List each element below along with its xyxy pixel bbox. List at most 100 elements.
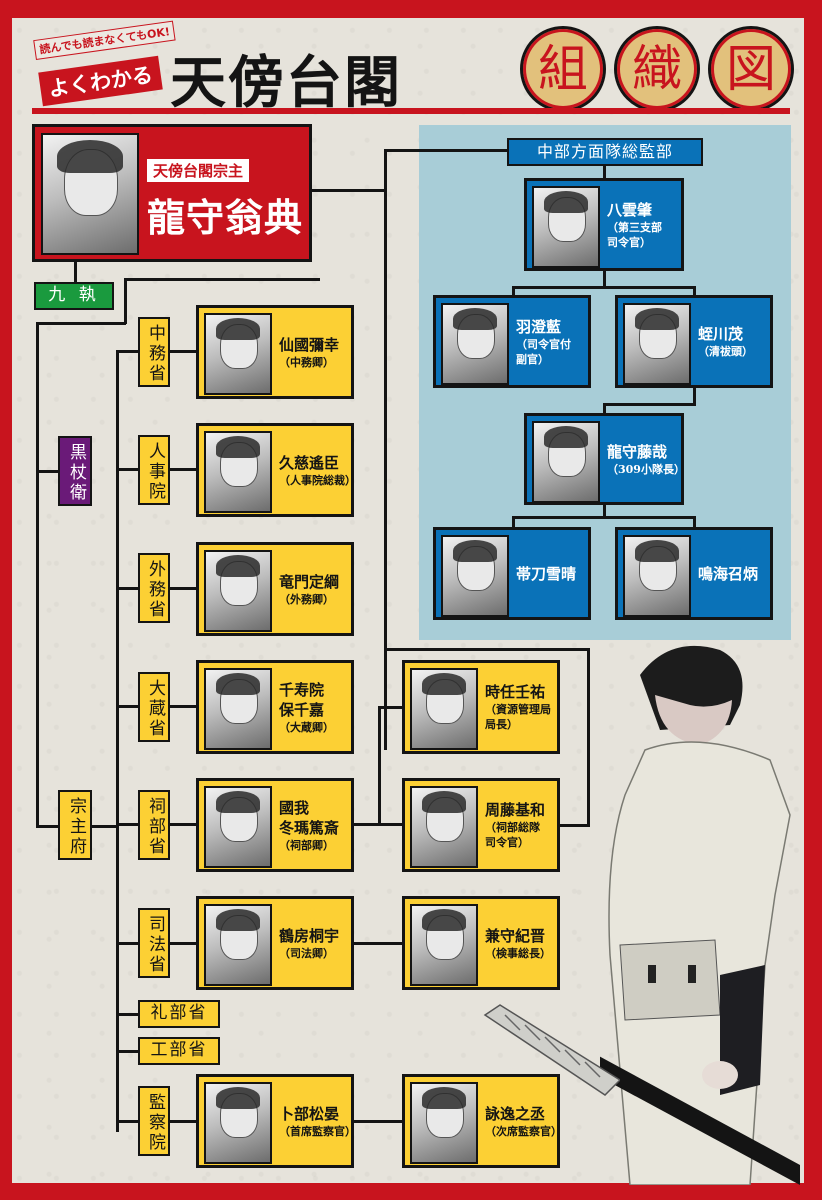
connector [693, 286, 696, 298]
member-card[interactable]: 帯刀雪晴 [433, 527, 591, 620]
connector [116, 587, 140, 590]
connector [384, 149, 508, 152]
aide-name: 蛭川茂 [698, 325, 744, 343]
connector [603, 403, 606, 417]
tag-kokujoei[interactable]: 黒杖衛 [58, 436, 92, 506]
minister-title: （司法卿） [279, 946, 334, 960]
connector [512, 286, 696, 289]
central-command-label[interactable]: 中部方面隊総監部 [507, 138, 703, 166]
leader-role: 天傍台閣宗主 [147, 159, 250, 182]
connector [587, 648, 590, 827]
aide-title-line1: （司令官付 [516, 337, 571, 351]
minister-card[interactable]: 久慈遙臣（人事院総裁） [196, 423, 356, 517]
page-title: 天傍台閣 [170, 51, 402, 116]
connector [116, 350, 119, 1132]
minister-portrait [204, 668, 272, 750]
squad-leader-card[interactable]: 龍守藤哉（309小隊長） [524, 413, 685, 505]
minister-card[interactable]: 竜門定綱（外務卿） [196, 542, 354, 636]
connector [512, 516, 696, 519]
subordinate-card[interactable]: 詠逸之丞（次席監察官） [402, 1074, 562, 1168]
subordinate-name: 周藤基和 [485, 801, 546, 819]
minister-title: （人事院総裁） [279, 473, 356, 487]
commander-card[interactable]: 八雲肇（第三支部司令官） [524, 178, 684, 271]
minister-portrait [204, 1082, 272, 1164]
minister-card[interactable]: 卜部松晏（首席監察官） [196, 1074, 356, 1168]
connector [352, 1120, 404, 1123]
aide-card[interactable]: 羽澄藍（司令官付副官） [433, 295, 591, 388]
connector [124, 278, 127, 324]
bottom-border [0, 1183, 822, 1200]
subordinate-card[interactable]: 時任壬祐 （資源管理局局長） [402, 660, 560, 754]
aide-title-line2: 副官） [516, 352, 549, 366]
connector [512, 516, 515, 530]
subordinate-title-line1: （資源管理局 [485, 703, 551, 716]
connector [693, 385, 696, 405]
connector [384, 648, 589, 651]
connector [116, 1050, 140, 1053]
sword-hilt-icon [483, 1004, 620, 1096]
connector [312, 189, 385, 192]
subordinate-title: （検事総長） [485, 946, 551, 960]
member-name: 帯刀雪晴 [516, 564, 577, 583]
connector [560, 824, 590, 827]
commander-name: 八雲肇 [607, 200, 653, 219]
ministry-label[interactable]: 大蔵省 [138, 672, 170, 742]
connector [116, 705, 140, 708]
connector [36, 470, 60, 473]
subordinate-title-line1: （祠部総隊 [485, 821, 540, 834]
connector [168, 350, 198, 353]
ministry-label[interactable]: 監察院 [138, 1086, 170, 1156]
leader-card[interactable]: 天傍台閣宗主 龍守翁典 [32, 124, 312, 262]
minister-card[interactable]: 仙國彌幸（中務卿） [196, 305, 354, 399]
connector [168, 587, 198, 590]
subordinate-name: 詠逸之丞 [485, 1104, 546, 1123]
connector [352, 942, 404, 945]
subordinate-title-line2: 局長） [485, 718, 518, 731]
squad-leader-title: （309小隊長） [607, 462, 685, 476]
minister-name: 鶴房桐宇 [279, 926, 340, 945]
header-divider [32, 108, 790, 114]
aide-title: （清祓頭） [698, 345, 753, 358]
connector [74, 262, 77, 284]
subordinate-card[interactable]: 周藤基和（祠部総隊司令官） [402, 778, 560, 872]
connector [378, 706, 404, 709]
connector [603, 502, 606, 518]
connector [90, 825, 118, 828]
minister-card[interactable]: 鶴房桐宇（司法卿） [196, 896, 354, 990]
connector [116, 1120, 140, 1123]
subordinate-portrait [410, 904, 478, 986]
minister-card[interactable]: 國我冬瑪篤斎（祠部卿） [196, 778, 354, 872]
connector [116, 350, 140, 353]
ministry-label[interactable]: 人事院 [138, 435, 170, 505]
ministry-label[interactable]: 祠部省 [138, 790, 170, 860]
minister-portrait [204, 431, 272, 513]
minister-card[interactable]: 千寿院保千嘉（大蔵卿） [196, 660, 354, 754]
ministry-label[interactable]: 礼部省 [138, 1000, 220, 1028]
ministry-label[interactable]: 工部省 [138, 1037, 220, 1065]
minister-name: 卜部松晏 [279, 1104, 340, 1123]
connector [116, 1013, 140, 1016]
connector [693, 516, 696, 530]
member-portrait [441, 535, 509, 617]
minister-name: 久慈遙臣 [279, 453, 340, 472]
subordinate-card[interactable]: 兼守紀晋（検事総長） [402, 896, 560, 990]
subordinate-name: 時任壬祐 [485, 683, 546, 701]
minister-name: 仙國彌幸 [279, 335, 340, 354]
minister-portrait [204, 786, 272, 868]
minister-title: （祠部卿） [279, 838, 334, 852]
connector [116, 942, 140, 945]
member-card[interactable]: 鳴海召炳 [615, 527, 773, 620]
aide-card[interactable]: 蛭川茂 （清祓頭） [615, 295, 773, 388]
ministry-label[interactable]: 中務省 [138, 317, 170, 387]
minister-title: （中務卿） [279, 355, 334, 369]
leader-name: 龍守翁典 [147, 195, 304, 240]
tag-kyushitsu[interactable]: 九 執 [34, 282, 114, 310]
ministry-label[interactable]: 外務省 [138, 553, 170, 623]
connector [168, 1120, 198, 1123]
ministry-label[interactable]: 司法省 [138, 908, 170, 978]
connector [603, 268, 606, 288]
connector [512, 286, 515, 298]
subordinate-portrait [410, 1082, 478, 1164]
aide-portrait [623, 303, 691, 385]
tag-soshufu[interactable]: 宗主府 [58, 790, 92, 860]
